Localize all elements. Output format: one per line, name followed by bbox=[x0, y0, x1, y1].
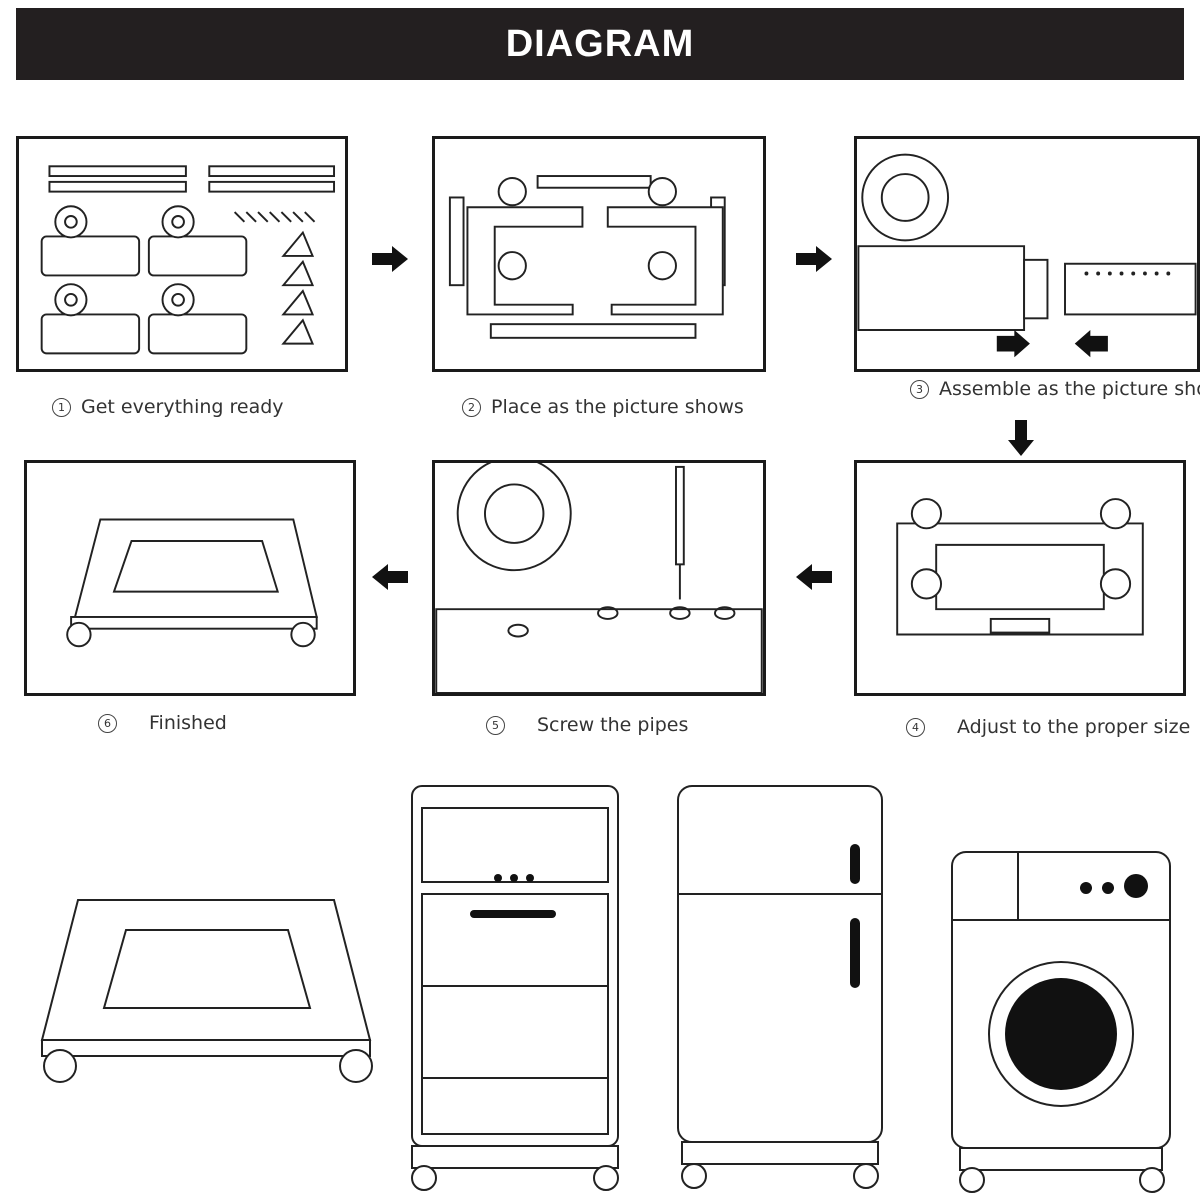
step-label-5: Screw the pipes bbox=[537, 714, 689, 736]
step-label-6: Finished bbox=[149, 712, 227, 734]
arrow-left-icon bbox=[372, 564, 408, 590]
panel-step-1 bbox=[16, 136, 348, 372]
dish-cabinet-illustration bbox=[411, 785, 619, 1191]
caption-step-3: 3 Assemble as the picture show bbox=[910, 378, 1200, 400]
step-number-4: 4 bbox=[906, 718, 925, 737]
step-number-2: 2 bbox=[462, 398, 481, 417]
caster-part bbox=[40, 205, 141, 277]
base-stand-illustration bbox=[40, 899, 373, 1083]
step-label-1: Get everything ready bbox=[81, 396, 284, 418]
panel-step-5 bbox=[432, 460, 766, 696]
caption-step-6: 6 Finished bbox=[98, 712, 358, 734]
washing-machine-illustration bbox=[951, 851, 1171, 1193]
panel-step-3 bbox=[854, 136, 1200, 372]
push-arrow-icon bbox=[996, 330, 1030, 358]
banner-title: DIAGRAM bbox=[505, 22, 695, 65]
arrow-right-icon bbox=[796, 246, 832, 272]
caption-step-4: 4 Adjust to the proper size bbox=[906, 716, 1196, 738]
finished-base-illustration bbox=[66, 518, 318, 648]
arrow-left-icon bbox=[796, 564, 832, 590]
caption-step-5: 5 Screw the pipes bbox=[486, 714, 776, 736]
panel-step-2 bbox=[432, 136, 766, 372]
step-label-4: Adjust to the proper size bbox=[957, 716, 1191, 738]
step-label-2: Place as the picture shows bbox=[491, 396, 744, 418]
screwdriver-icon bbox=[675, 465, 685, 566]
panel-step-6 bbox=[24, 460, 356, 696]
layout-illustration bbox=[448, 175, 726, 339]
arrow-right-icon bbox=[372, 246, 408, 272]
step-label-3: Assemble as the picture show bbox=[939, 378, 1200, 400]
refrigerator-illustration bbox=[677, 785, 883, 1189]
step-number-6: 6 bbox=[98, 714, 117, 733]
arrow-down-icon bbox=[1008, 420, 1034, 456]
fridge-handle-icon bbox=[850, 844, 860, 884]
caption-step-1: 1 Get everything ready bbox=[52, 396, 352, 418]
adjust-illustration bbox=[896, 498, 1144, 636]
screw-illustration bbox=[435, 463, 763, 693]
handle-icon bbox=[470, 910, 556, 918]
step-number-5: 5 bbox=[486, 716, 505, 735]
step-number-3: 3 bbox=[910, 380, 929, 399]
assembly-illustration bbox=[857, 153, 1197, 358]
parts-illustration bbox=[40, 165, 336, 355]
caption-step-2: 2 Place as the picture shows bbox=[462, 396, 782, 418]
panel-step-4 bbox=[854, 460, 1186, 696]
push-arrow-icon bbox=[1074, 330, 1108, 358]
fridge-handle-icon bbox=[850, 918, 860, 988]
step-number-1: 1 bbox=[52, 398, 71, 417]
diagram-banner: DIAGRAM bbox=[16, 8, 1184, 80]
